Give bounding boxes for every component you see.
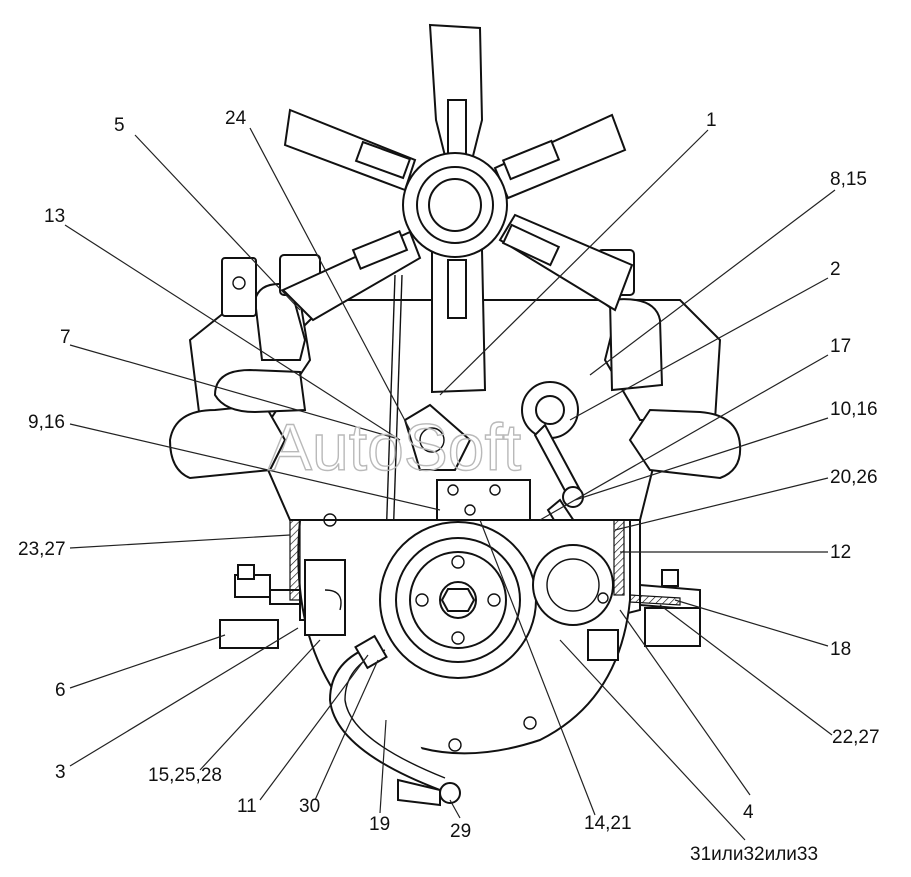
callout-14-21: 14,21 [584, 813, 632, 834]
mounting-plate [436, 479, 531, 523]
callout-13: 13 [44, 206, 65, 227]
callout-17: 17 [830, 336, 851, 357]
right-intake-manifold [597, 249, 742, 480]
callout-24: 24 [225, 108, 247, 129]
oil-hose [328, 634, 461, 807]
right-engine-mount [629, 569, 701, 647]
callout-12: 12 [830, 542, 851, 563]
callout-4: 4 [743, 802, 754, 823]
callout-7: 7 [60, 327, 71, 348]
callout-9-16: 9,16 [28, 412, 65, 433]
callout-31-32-33: 31или32или33 [690, 844, 818, 865]
gaskets [289, 519, 625, 601]
callout-18: 18 [830, 639, 851, 660]
callout-19: 19 [369, 814, 390, 835]
callout-3: 3 [55, 762, 66, 783]
callout-1: 1 [706, 110, 717, 131]
callout-22-27: 22,27 [832, 727, 880, 748]
callout-11: 11 [237, 796, 257, 817]
callout-6: 6 [55, 680, 66, 701]
callout-29: 29 [450, 821, 471, 842]
watermark: AutoSoft [268, 410, 521, 484]
alternator [532, 544, 619, 661]
callout-2: 2 [830, 259, 841, 280]
callout-23-27: 23,27 [18, 539, 66, 560]
cooling-fan [281, 23, 634, 394]
left-intake-manifold [168, 254, 321, 480]
callout-30: 30 [299, 796, 320, 817]
callout-10-16: 10,16 [830, 399, 878, 420]
callout-labels: 1 5 24 13 8,15 2 7 17 9,16 10,16 20,26 2… [18, 108, 880, 865]
leader-lines [64, 127, 836, 841]
callout-5: 5 [114, 115, 125, 136]
callout-20-26: 20,26 [830, 467, 878, 488]
callout-8-15: 8,15 [830, 169, 867, 190]
left-engine-mount [219, 559, 346, 649]
crankshaft-pulley [379, 521, 537, 679]
callout-15-25-28: 15,25,28 [148, 765, 222, 786]
